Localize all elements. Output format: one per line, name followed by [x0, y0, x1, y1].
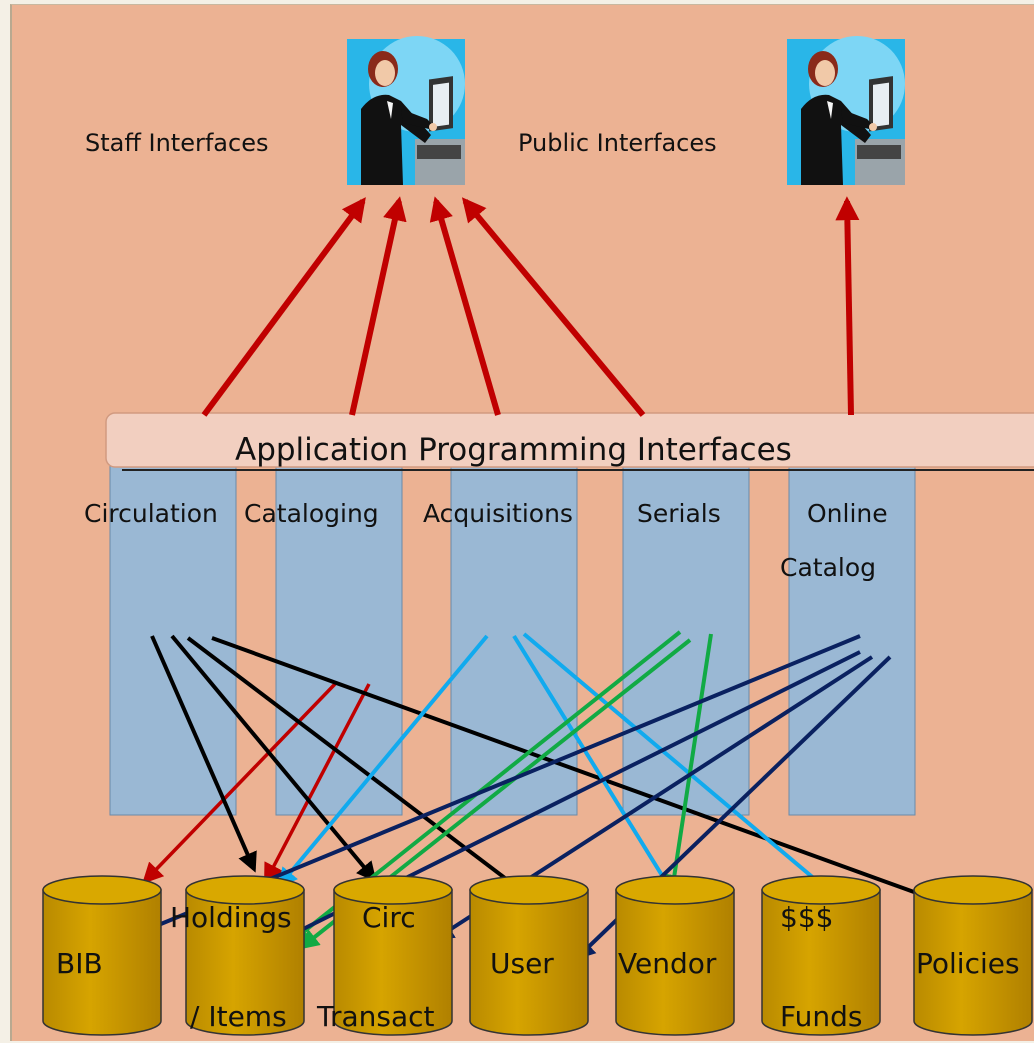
module-label-serials: Serials: [637, 499, 721, 528]
module-label-cataloging: Cataloging: [244, 499, 379, 528]
arrow-acquisitions-to-staff: [429, 196, 501, 416]
arrow-serials-to-vendor: [664, 633, 713, 895]
db-label-vendor: Vendor: [618, 947, 717, 980]
arrow-circulation-to-circ: [170, 634, 377, 883]
arrow-circulation-to-policies: [211, 636, 976, 917]
arrow-circulation-to-user: [186, 636, 530, 897]
db-label-user: User: [490, 947, 554, 980]
db-label-dollars: $$$: [780, 901, 833, 934]
arrow-circulation-to-staff: [201, 197, 366, 417]
arrow-acquisitions-to-holdings: [277, 634, 489, 889]
db-label-holdings: Holdings: [170, 901, 292, 934]
db-circ-transactions: [333, 875, 453, 1036]
staff-user-icon: [347, 36, 465, 185]
arrow-online-to-public: [835, 196, 860, 416]
public-interfaces-label: Public Interfaces: [518, 129, 717, 157]
arrow-acquisitions-to-vendor: [512, 634, 679, 902]
db-label-policies: Policies: [916, 947, 1020, 980]
db-policies: [913, 875, 1033, 1036]
module-column-acquisitions: [450, 464, 578, 816]
db-bib: [42, 875, 162, 1036]
staff-interfaces-label: Staff Interfaces: [85, 129, 268, 157]
db-user: [469, 875, 589, 1036]
arrow-cataloging-to-bib: [142, 682, 337, 885]
db-label-funds: Funds: [780, 1000, 862, 1033]
api-bar-label: Application Programming Interfaces: [235, 432, 792, 468]
db-funds: [761, 875, 881, 1036]
arrow-cataloging-to-holdings: [264, 683, 371, 885]
api-bar: [105, 412, 1034, 468]
db-vendor: [615, 875, 735, 1036]
arrow-circulation-to-holdings: [150, 635, 257, 873]
db-label-items: / Items: [190, 1000, 287, 1033]
arrow-cataloging-to-staff: [349, 196, 407, 416]
arrow-serials-to-staff: [461, 197, 646, 417]
module-label-acquisitions: Acquisitions: [423, 499, 573, 528]
db-label-circ: Circ: [362, 901, 416, 934]
diagram-canvas: Staff Interfaces Public Interfaces Circu…: [10, 4, 1034, 1041]
api-to-interface-arrows: [201, 196, 860, 417]
db-label-bib: BIB: [56, 947, 103, 980]
module-label-online: Online: [807, 499, 888, 528]
architecture-diagram: Staff Interfaces Public Interfaces Circu…: [42, 36, 1034, 1036]
db-label-transact: Transact: [316, 1000, 435, 1033]
module-label-catalog: Catalog: [780, 553, 876, 582]
module-label-circulation: Circulation: [84, 499, 218, 528]
public-user-icon: [787, 36, 905, 185]
arrow-acquisitions-to-funds: [522, 632, 846, 905]
db-holdings-items: [185, 875, 305, 1036]
